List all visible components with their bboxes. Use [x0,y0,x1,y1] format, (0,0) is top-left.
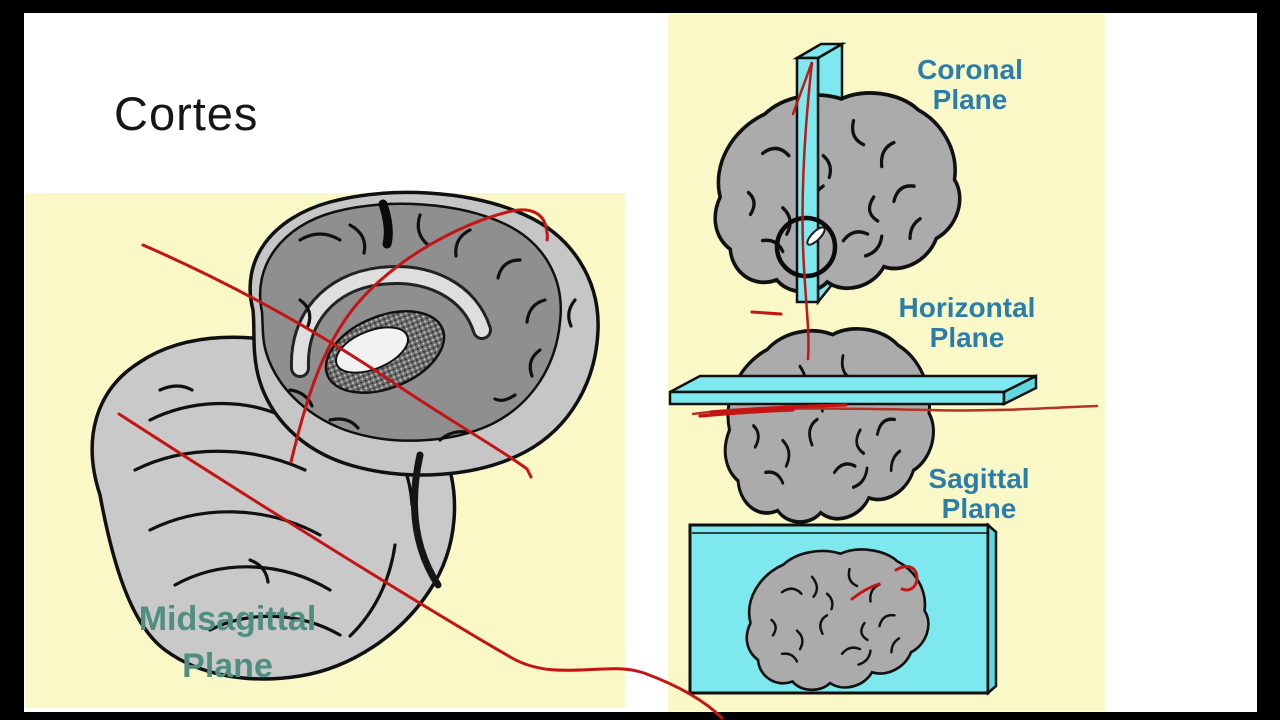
horizontal-plane-endcap [1002,373,1038,407]
ink-stroke-curve-up [289,208,549,464]
ink-stroke-sagittal-tick [850,582,881,601]
label-line: Horizontal [898,292,1036,323]
ink-stroke-long-diagonal [117,412,724,720]
horizontal-figure [668,329,1038,522]
label-line: Plane [932,83,1008,115]
lateral-fissure [410,451,442,589]
ink-stroke-horizontal-short2 [698,408,795,418]
ink-stroke-sagittal-curl [894,565,919,592]
ink-stroke-horizontal-short1 [709,403,848,414]
ink-stroke-coronal-vertical [791,61,814,361]
horizontal-plane-top [669,374,1037,394]
label-line: Plane [941,492,1017,524]
ink-stroke-diagonal-left [141,243,533,479]
slide-title: Cortes [114,87,259,140]
label-line: Plane [182,646,273,685]
thalamus-highlight [335,326,409,374]
horizontal-plane-label: Horizontal Plane [878,293,1056,352]
midsagittal-brain [90,190,600,681]
ink-stroke-dash [750,310,783,316]
temporal-sulci [133,384,414,638]
label-line: Plane [929,321,1005,353]
label-line: Midsagittal [138,600,317,638]
midsagittal-plane-label: Midsagittal Plane [105,596,350,690]
sagittal-plane-label: Sagittal Plane [903,464,1055,523]
sagittal-figure [688,522,998,696]
sagittal-plane-edge [986,522,998,696]
coronal-plane-label: Coronal Plane [890,55,1050,114]
ink-annotations [117,61,1099,720]
cursor-highlight-circle [774,215,838,279]
pen-cursor-icon [806,226,826,246]
cerebrum-sulci [288,213,577,442]
label-line: Sagittal [928,463,1030,494]
horizontal-plane-front [668,390,1006,406]
label-line: Coronal [917,54,1023,85]
dorsal-fissure [378,199,393,249]
